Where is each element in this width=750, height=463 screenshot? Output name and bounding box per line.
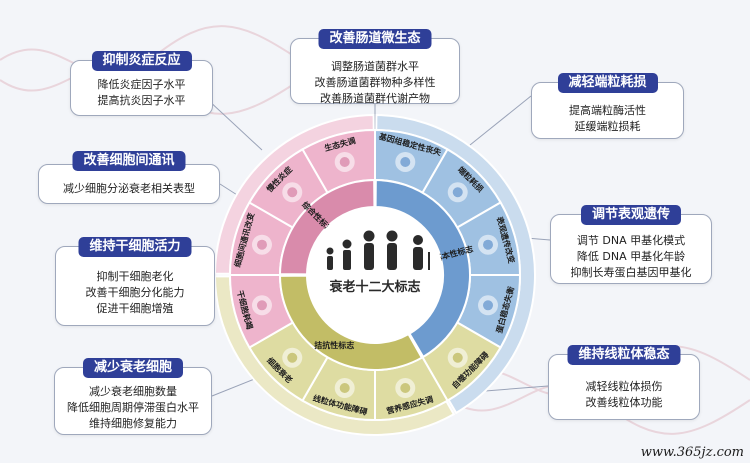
card-stem-cell-title: 维持干细胞活力 bbox=[78, 237, 192, 257]
card-senescent-cells-title: 减少衰老细胞 bbox=[82, 358, 184, 378]
card-inflammation: 抑制炎症反应 降低炎症因子水平 提高抗炎因子水平 bbox=[70, 51, 213, 116]
hallmark-illustration-icon bbox=[256, 239, 267, 250]
card-line: 降低 DNA 甲基化年龄 bbox=[576, 250, 686, 263]
center-hub bbox=[307, 207, 443, 343]
card-line: 调节 DNA 甲基化模式 bbox=[576, 234, 686, 247]
card-line: 降低炎症因子水平 bbox=[97, 78, 186, 91]
card-line: 抑制长寿蛋白基因甲基化 bbox=[570, 266, 692, 279]
hallmark-illustration-icon bbox=[287, 352, 298, 363]
hallmark-illustration-icon bbox=[256, 300, 267, 311]
hallmark-illustration-icon bbox=[483, 300, 494, 311]
card-line: 提高端粒酶活性 bbox=[569, 104, 646, 117]
card-telomere-title: 减轻端粒耗损 bbox=[557, 73, 658, 93]
card-line: 减少细胞分泌衰老相关表型 bbox=[63, 182, 195, 195]
card-cell-communication-title: 改善细胞间通讯 bbox=[72, 151, 186, 171]
hallmark-illustration-icon bbox=[287, 187, 298, 198]
card-line: 降低细胞周期停滞蛋白水平 bbox=[67, 401, 199, 414]
card-line: 抑制干细胞老化 bbox=[96, 270, 174, 283]
card-mitochondria-title: 维持线粒体稳态 bbox=[567, 345, 681, 365]
card-stem-cell: 维持干细胞活力 抑制干细胞老化 改善干细胞分化能力 促进干细胞增殖 bbox=[55, 237, 215, 326]
card-mitochondria: 维持线粒体稳态 减轻线粒体损伤 改善线粒体功能 bbox=[548, 345, 700, 420]
card-cell-communication: 改善细胞间通讯 减少细胞分泌衰老相关表型 bbox=[38, 151, 220, 204]
card-line: 减少衰老细胞数量 bbox=[89, 385, 177, 398]
card-inflammation-title: 抑制炎症反应 bbox=[91, 51, 192, 71]
card-gut-microbiome-title: 改善肠道微生态 bbox=[318, 29, 432, 49]
hallmark-illustration-icon bbox=[339, 156, 350, 167]
card-telomere: 减轻端粒耗损 提高端粒酶活性 延缓端粒损耗 bbox=[531, 73, 684, 139]
card-line: 改善干细胞分化能力 bbox=[85, 286, 185, 299]
hallmark-illustration-icon bbox=[400, 383, 411, 394]
category-label: 拮抗性标志 bbox=[314, 340, 354, 350]
card-line: 改善肠道菌群代谢产物 bbox=[320, 92, 430, 105]
aging-people-icon bbox=[326, 230, 430, 270]
card-senescent-cells: 减少衰老细胞 减少衰老细胞数量 降低细胞周期停滞蛋白水平 维持细胞修复能力 bbox=[54, 358, 212, 435]
hallmark-illustration-icon bbox=[339, 383, 350, 394]
card-epigenetics: 调节表观遗传 调节 DNA 甲基化模式 降低 DNA 甲基化年龄 抑制长寿蛋白基… bbox=[550, 205, 712, 284]
card-gut-microbiome: 改善肠道微生态 调整肠道菌群水平 改善肠道菌群物种多样性 改善肠道菌群代谢产物 bbox=[290, 29, 460, 105]
card-line: 延缓端粒损耗 bbox=[574, 120, 641, 133]
hallmark-icons bbox=[251, 151, 499, 399]
hallmark-illustration-icon bbox=[400, 156, 411, 167]
card-line: 减轻线粒体损伤 bbox=[585, 380, 663, 393]
card-line: 促进干细胞增殖 bbox=[96, 302, 174, 315]
card-line: 提高抗炎因子水平 bbox=[97, 94, 186, 107]
hallmark-illustration-icon bbox=[483, 239, 494, 250]
hallmark-illustration-icon bbox=[452, 187, 463, 198]
card-line: 改善线粒体功能 bbox=[585, 396, 663, 409]
card-line: 维持细胞修复能力 bbox=[89, 417, 177, 430]
card-line: 改善肠道菌群物种多样性 bbox=[314, 76, 436, 89]
watermark: www.365jz.com bbox=[640, 445, 744, 460]
card-line: 调整肠道菌群水平 bbox=[331, 60, 419, 73]
hallmark-illustration-icon bbox=[452, 352, 463, 363]
card-epigenetics-title: 调节表观遗传 bbox=[580, 205, 682, 225]
center-title: 衰老十二大标志 bbox=[328, 279, 420, 295]
